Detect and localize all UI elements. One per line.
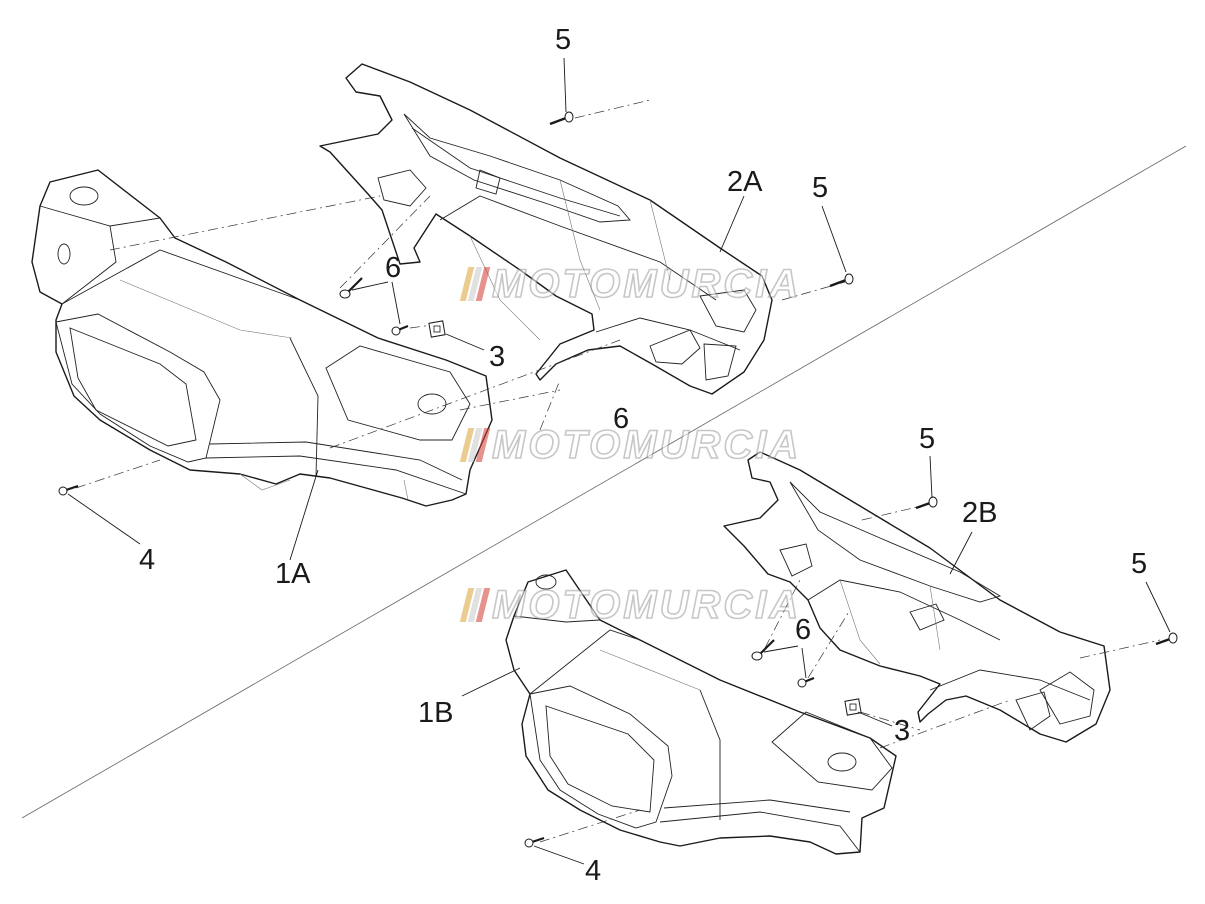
watermark-stripes-icon xyxy=(459,428,491,462)
callout-6-mid: 6 xyxy=(613,403,630,435)
watermark-2: MOTOMURCIA xyxy=(459,423,802,467)
callout-5-mid: 5 xyxy=(919,423,936,455)
part-1B xyxy=(505,569,897,855)
callout-1A: 1A xyxy=(275,558,311,590)
callout-6-upper: 6 xyxy=(385,252,402,284)
screw-6-short xyxy=(391,324,409,336)
callout-1B: 1B xyxy=(418,697,454,729)
screw-5-right-top xyxy=(829,273,854,288)
callout-6-lower: 6 xyxy=(795,614,812,646)
watermark-stripes-icon xyxy=(459,588,491,622)
callout-2B: 2B xyxy=(962,497,998,529)
watermark-text: MOTOMURCIA xyxy=(491,423,802,467)
screw-4-left xyxy=(58,484,79,496)
alignment-lines xyxy=(75,99,1161,843)
screw-5-mid xyxy=(915,496,938,510)
screw-5-top xyxy=(549,111,574,126)
watermark-text: MOTOMURCIA xyxy=(491,262,802,306)
callout-3-upper: 3 xyxy=(489,341,506,373)
screw-6-lower-short xyxy=(797,676,815,688)
screw-6-long xyxy=(339,277,363,299)
watermark-1: MOTOMURCIA xyxy=(459,262,802,306)
callout-4-left: 4 xyxy=(139,544,156,576)
callout-5-right-top: 5 xyxy=(812,172,829,204)
fasteners xyxy=(58,111,1178,848)
callout-4-bottom: 4 xyxy=(585,855,602,887)
clip-3-upper xyxy=(428,320,446,338)
callout-5-right-low: 5 xyxy=(1131,548,1148,580)
part-2B xyxy=(723,451,1111,743)
part-2A xyxy=(319,63,773,395)
part-1A xyxy=(31,169,493,507)
watermark-text: MOTOMURCIA xyxy=(491,583,802,627)
clip-3-lower xyxy=(844,698,862,716)
screw-4-bottom xyxy=(524,836,545,848)
watermark-3: MOTOMURCIA xyxy=(459,583,802,627)
screw-6-lower-long xyxy=(751,639,775,661)
separator-line xyxy=(21,145,1187,819)
callout-3-lower: 3 xyxy=(894,715,911,747)
callout-2A: 2A xyxy=(727,166,763,198)
screw-5-right-low xyxy=(1155,632,1178,646)
leader-lines xyxy=(67,57,1171,865)
watermark-stripes-icon xyxy=(459,267,491,301)
callout-5-top: 5 xyxy=(555,24,572,56)
